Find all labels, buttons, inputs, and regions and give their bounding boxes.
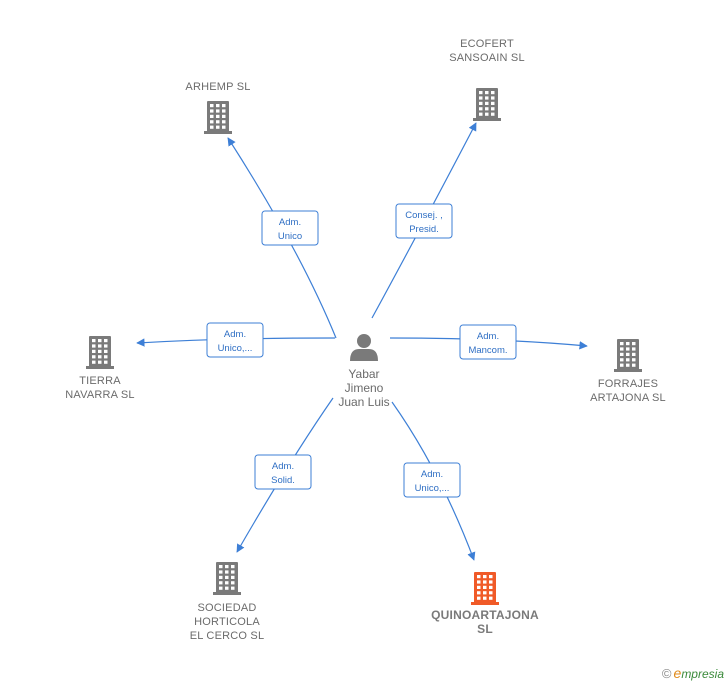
- company-name-sociedad[interactable]: SOCIEDAD: [197, 602, 256, 614]
- role-text: Unico: [278, 231, 302, 242]
- role-label-sociedad[interactable]: Adm. Solid.: [254, 454, 312, 490]
- role-text: Presid.: [409, 224, 439, 235]
- nodes-layer: ARHEMP SL ECOFERT SANSOAIN SL TIERRA NAVARRA…: [65, 38, 666, 642]
- brand-initial: e: [673, 665, 682, 681]
- role-label-ecofert[interactable]: Consej. , Presid.: [395, 203, 453, 239]
- role-text: Solid.: [271, 475, 295, 486]
- role-label-tierra[interactable]: Adm. Unico,...: [206, 322, 264, 358]
- company-name-arhemp[interactable]: ARHEMP SL: [185, 81, 250, 93]
- building-icon[interactable]: [614, 339, 642, 372]
- building-icon[interactable]: [204, 101, 232, 134]
- role-text: Adm.: [279, 217, 301, 228]
- role-text: Adm.: [272, 461, 294, 472]
- role-text: Mancom.: [468, 345, 507, 356]
- building-icon[interactable]: [86, 336, 114, 369]
- company-name-sociedad[interactable]: EL CERCO SL: [190, 630, 265, 642]
- brand-watermark: ©empresia: [662, 665, 724, 681]
- role-text: Unico,...: [415, 483, 450, 494]
- company-name-sociedad[interactable]: HORTICOLA: [194, 616, 260, 628]
- company-name-tierra[interactable]: TIERRA: [79, 375, 121, 387]
- company-name-forrajes[interactable]: FORRAJES: [598, 378, 658, 390]
- role-label-quinoa[interactable]: Adm. Unico,...: [403, 462, 461, 498]
- brand-name: mpresia: [681, 667, 724, 681]
- company-name-forrajes[interactable]: ARTAJONA SL: [590, 392, 666, 404]
- company-name-quinoa[interactable]: QUINOARTAJONA: [431, 608, 539, 622]
- person-name[interactable]: Juan Luis: [338, 395, 389, 409]
- person-name[interactable]: Jimeno: [345, 381, 384, 395]
- building-icon[interactable]: [213, 562, 241, 595]
- person-icon[interactable]: [350, 334, 378, 361]
- role-label-arhemp[interactable]: Adm. Unico: [261, 210, 319, 246]
- role-text: Consej. ,: [405, 210, 443, 221]
- role-text: Adm.: [224, 329, 246, 340]
- copyright-symbol: ©: [661, 666, 672, 681]
- role-label-forrajes[interactable]: Adm. Mancom.: [459, 324, 517, 360]
- person-name[interactable]: Yabar: [348, 367, 379, 381]
- company-name-tierra[interactable]: NAVARRA SL: [65, 389, 134, 401]
- role-text: Unico,...: [218, 343, 253, 354]
- building-icon[interactable]: [473, 88, 501, 121]
- company-name-ecofert[interactable]: SANSOAIN SL: [449, 52, 525, 64]
- role-text: Adm.: [477, 331, 499, 342]
- building-icon[interactable]: [471, 572, 499, 605]
- company-name-quinoa[interactable]: SL: [477, 622, 493, 636]
- role-text: Adm.: [421, 469, 443, 480]
- company-name-ecofert[interactable]: ECOFERT: [460, 38, 514, 50]
